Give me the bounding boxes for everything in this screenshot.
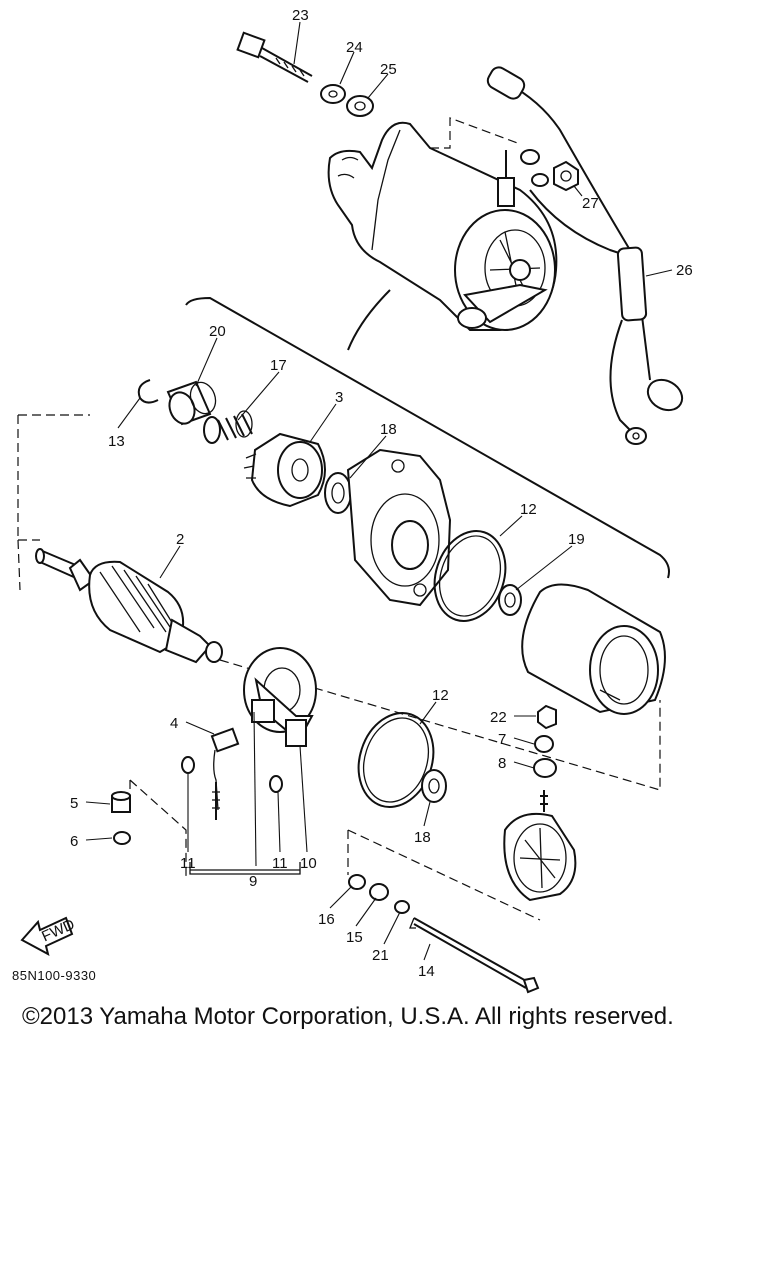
- washer-6: [113, 831, 131, 845]
- bushing-5: [111, 791, 131, 813]
- callout-10: 10: [300, 855, 317, 872]
- front-cover: [346, 448, 452, 607]
- forward-arrow-icon: FWD: [20, 916, 77, 956]
- exploded-pointer-line: [347, 289, 391, 351]
- exploded-view-bracket: [185, 296, 670, 579]
- washer-25: [346, 95, 374, 117]
- callout-17: 17: [270, 357, 287, 374]
- nut-7: [534, 735, 554, 753]
- callout-21: 21: [372, 947, 389, 964]
- callout-8: 8: [498, 755, 506, 772]
- callout-2: 2: [176, 531, 184, 548]
- motor-body: [327, 121, 558, 331]
- starter-motor-assembly: [236, 31, 684, 445]
- diagram-code: 85N100-9330: [12, 968, 97, 983]
- brush-4: [210, 727, 240, 820]
- rear-cover: [503, 790, 577, 902]
- circlip-13: [137, 379, 159, 404]
- callout-7: 7: [498, 731, 506, 748]
- callout-18-lower: 18: [414, 829, 431, 846]
- bolt-23: [236, 31, 313, 83]
- callout-16: 16: [318, 911, 335, 928]
- copyright-notice: ©2013 Yamaha Motor Corporation, U.S.A. A…: [22, 1003, 674, 1030]
- collar-20: [166, 380, 217, 426]
- nut-27: [553, 160, 579, 192]
- callout-22: 22: [490, 709, 507, 726]
- callout-14: 14: [418, 963, 435, 980]
- callout-19: 19: [568, 531, 585, 548]
- brush-plate: [243, 647, 317, 747]
- callout-25: 25: [380, 61, 397, 78]
- starter-motor-exploded-diagram: FWD 23 24 25 26: [17, 7, 693, 994]
- callout-11-left: 11: [180, 855, 196, 872]
- callout-11-right: 11: [272, 855, 288, 872]
- terminal-washer: [520, 149, 540, 165]
- callout-27: 27: [582, 195, 599, 212]
- drive-gear-3: [243, 432, 326, 508]
- wire-lead-26: [486, 66, 684, 445]
- callout-4: 4: [170, 715, 178, 732]
- callout-13: 13: [108, 433, 125, 450]
- callout-3: 3: [335, 389, 343, 406]
- spring-17: [203, 410, 253, 444]
- callout-6: 6: [70, 833, 78, 850]
- washer-16: [348, 874, 366, 890]
- callout-labels: 23 24 25 26 27 20 17 3 13 18 12 19 2 4 2…: [70, 7, 693, 980]
- leader-lines: [85, 21, 673, 961]
- callout-12-lower: 12: [432, 687, 449, 704]
- washer-18-upper: [324, 472, 352, 514]
- callout-15: 15: [346, 929, 363, 946]
- washer-18-lower: [421, 769, 447, 803]
- callout-12-upper: 12: [520, 501, 537, 518]
- o-ring-12-upper: [433, 530, 507, 622]
- callout-23: 23: [292, 7, 309, 24]
- washer-19: [498, 584, 522, 616]
- callout-26: 26: [676, 262, 693, 279]
- through-bolt-14: [409, 917, 540, 994]
- nut-22: [537, 704, 557, 730]
- callout-5: 5: [70, 795, 78, 812]
- washer-15: [369, 883, 389, 901]
- armature-2: [35, 548, 223, 664]
- washer-11-right: [269, 775, 283, 793]
- washer-24: [320, 84, 346, 104]
- callout-20: 20: [209, 323, 226, 340]
- callout-24: 24: [346, 39, 363, 56]
- bushing-8: [533, 758, 557, 778]
- callout-9: 9: [249, 873, 257, 890]
- washer-21: [394, 900, 410, 914]
- washer-11-left: [181, 756, 195, 774]
- callout-18-upper: 18: [380, 421, 397, 438]
- motor-yoke: [521, 583, 666, 715]
